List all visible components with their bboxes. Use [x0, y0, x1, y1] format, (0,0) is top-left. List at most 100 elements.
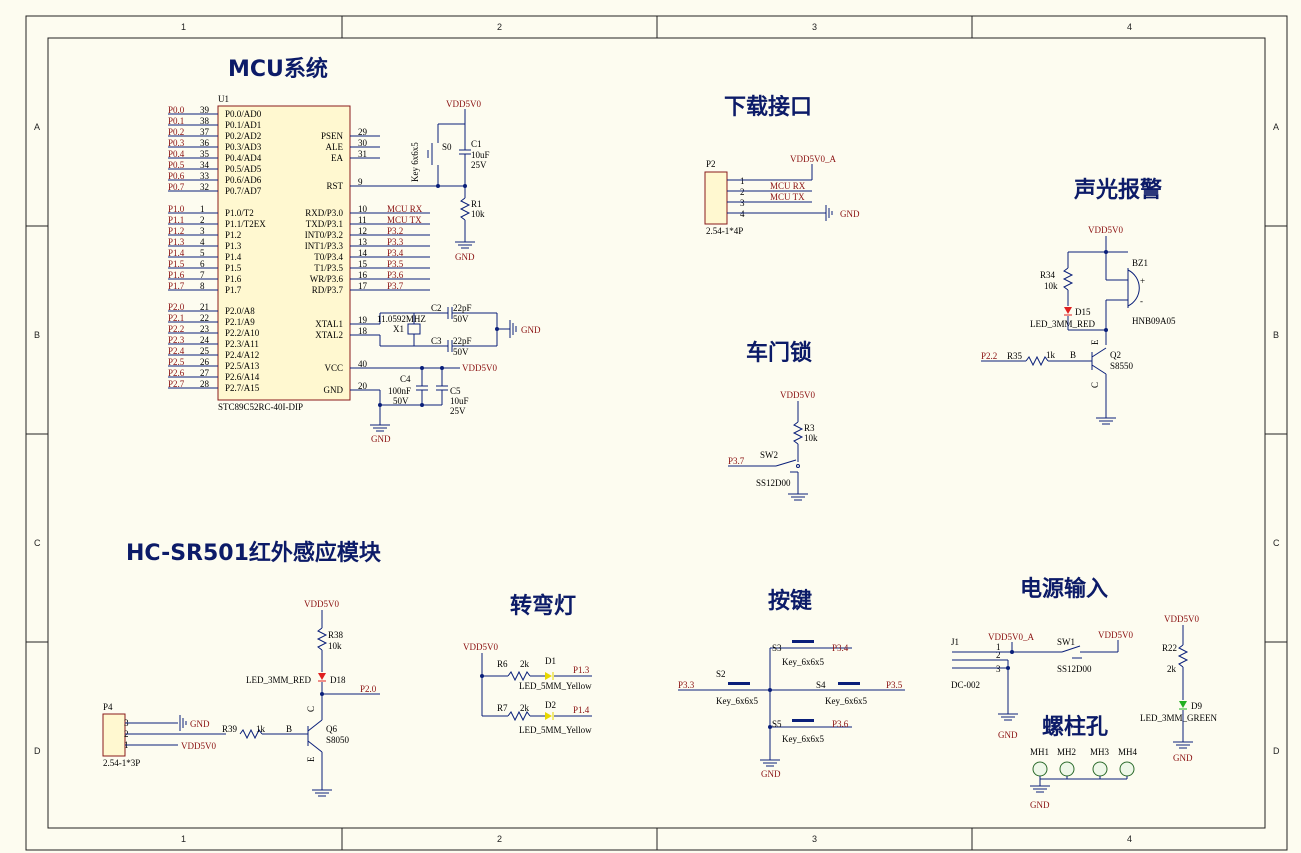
mcu-pin-number: 13 [358, 237, 368, 247]
mcu-pin-name: P0.0/AD0 [225, 109, 262, 119]
mcu-pin-name: GND [324, 385, 344, 395]
mcu-net-label: P2.4 [168, 346, 185, 356]
c5-label: C5 [450, 386, 461, 396]
r1-label: R1 [471, 199, 482, 209]
d9-label: D9 [1191, 701, 1202, 711]
mcu-pin-name: P2.2/A10 [225, 328, 260, 338]
sw1-label: SW1 [1057, 637, 1075, 647]
mcu-net-label: MCU TX [387, 215, 422, 225]
c2-voltage: 50V [453, 314, 469, 324]
s3-label: S3 [772, 643, 782, 653]
vdd-label-pir: VDD5V0 [304, 599, 339, 609]
s0-part: Key 6x6x5 [410, 142, 420, 182]
x1-crystal [407, 323, 421, 335]
c1-label: C1 [471, 139, 482, 149]
p2-pin3: 3 [740, 198, 745, 208]
power-input-circuit: J1 DC-002 1 2 3 VDD5V0_A SW1 SS12D00 VDD… [951, 630, 1133, 740]
r39-label: R39 [222, 724, 238, 734]
vdd-label-turn: VDD5V0 [463, 642, 498, 652]
sw2-label: SW2 [760, 450, 778, 460]
r1-resistor [459, 197, 471, 221]
mcu-pin-number: 39 [200, 105, 210, 115]
q2-c: C [1090, 382, 1100, 388]
mcu-pin-number: 24 [200, 335, 210, 345]
mcurx-net: MCU RX [770, 181, 806, 191]
j1-pin2: 2 [996, 650, 1001, 660]
mh3-hole [1092, 761, 1108, 777]
mcu-pin-number: 31 [358, 149, 367, 159]
title-alarm: 声光报警 [1073, 178, 1162, 203]
zone-col-4-top: 4 [1127, 22, 1132, 32]
r3-value: 10k [804, 433, 818, 443]
vdd-label-p4: VDD5V0 [181, 741, 216, 751]
turn-signal-circuit: VDD5V0 R6 2k D1 LED_5MM_Yellow P1.3 R7 2… [463, 642, 592, 735]
mcu-pin-number: 27 [200, 368, 210, 378]
mcu-pin-number: 8 [200, 281, 205, 291]
d18-label: D18 [330, 675, 346, 685]
reset-circuit: VDD5V0 S0 Key 6x6x5 C1 10uF 25V R1 10k G… [350, 99, 490, 262]
gnd-label-keys: GND [761, 769, 781, 779]
c4-voltage: 50V [393, 396, 409, 406]
mcu-net-label: P2.7 [168, 379, 185, 389]
r35-resistor [1025, 355, 1049, 367]
r35-label: R35 [1007, 351, 1023, 361]
zone-row-b-left: B [34, 330, 40, 340]
vdd-label-power: VDD5V0 [1098, 630, 1133, 640]
mcu-pin-name: P2.3/A11 [225, 339, 259, 349]
sw2-switch [775, 459, 797, 467]
mcu-net-label: P1.2 [168, 226, 184, 236]
d1-part: LED_5MM_Yellow [519, 681, 592, 691]
mcu-pin-name: P1.5 [225, 263, 242, 273]
q2-b: B [1070, 350, 1076, 360]
d18-part: LED_3MM_RED [246, 675, 312, 685]
bz1-label: BZ1 [1132, 258, 1148, 268]
s5-part: Key_6x6x5 [782, 734, 824, 744]
mcu-net-label: P1.5 [168, 259, 185, 269]
mh3-label: MH3 [1090, 747, 1110, 757]
mcu-net-label: P1.7 [168, 281, 185, 291]
r3-resistor [792, 421, 804, 445]
r22-value: 2k [1167, 664, 1177, 674]
mcu-pin-number: 17 [358, 281, 368, 291]
mcu-pin-number: 28 [200, 379, 210, 389]
mcu-pin-name: VCC [324, 363, 343, 373]
r1-value: 10k [471, 209, 485, 219]
s4-button [838, 682, 860, 685]
zone-labels: 1 2 3 4 1 2 3 4 A B C D A B C D [34, 22, 1280, 844]
mcu-net-label: P3.6 [387, 270, 404, 280]
r6-label: R6 [497, 659, 508, 669]
c4-label: C4 [400, 374, 411, 384]
title-power: 电源输入 [1020, 576, 1108, 602]
mcu-net-label: P3.7 [387, 281, 404, 291]
p2-pin4: 4 [740, 209, 745, 219]
d15-part: LED_3MM_RED [1030, 319, 1096, 329]
j1-part: DC-002 [951, 680, 980, 690]
q6-label: Q6 [326, 724, 337, 734]
mh2-hole [1059, 761, 1075, 777]
download-header-p2[interactable]: P2 1 2 3 4 VDD5V0_A MCU RX MCU TX GND 2.… [704, 154, 860, 236]
mh1-label: MH1 [1030, 747, 1049, 757]
r7-label: R7 [497, 703, 508, 713]
gnd-label-rst: GND [455, 252, 475, 262]
mcu-pin-name: P0.3/AD3 [225, 142, 262, 152]
sw1-switch [1061, 645, 1081, 653]
title-doorlock: 车门锁 [746, 340, 812, 366]
mcu-pin-name: P0.7/AD7 [225, 186, 262, 196]
mcu-pin-number: 33 [200, 171, 210, 181]
mcu-pin-name: P1.4 [225, 252, 242, 262]
mcu-pin-number: 23 [200, 324, 210, 334]
mcutx-net: MCU TX [770, 192, 805, 202]
